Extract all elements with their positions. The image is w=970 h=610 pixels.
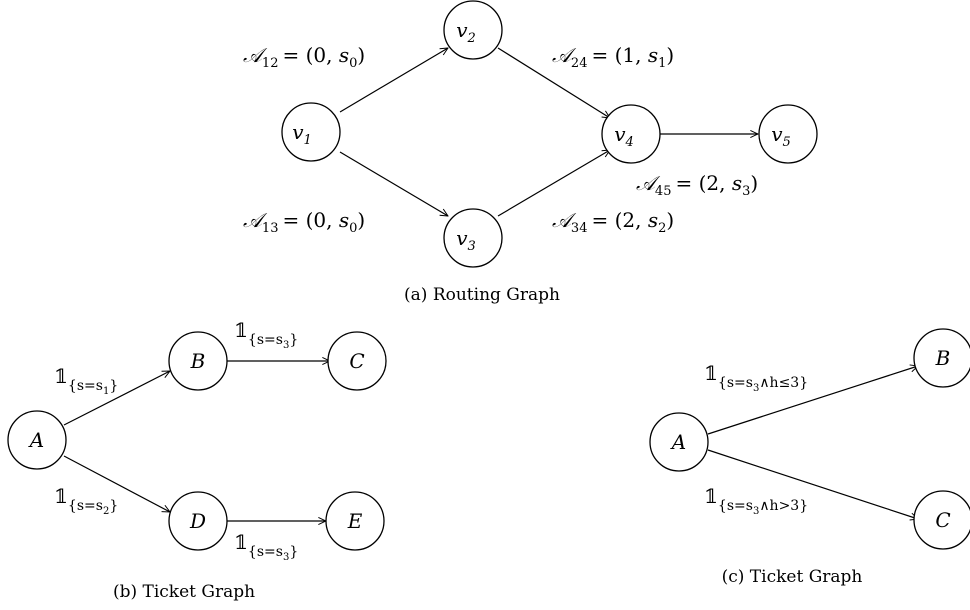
node-v3-base: v [456,226,468,250]
svg-text:B: B [190,349,206,373]
label-b-ad: 𝟙{s=s2} [54,484,118,517]
edge-c-a-b [707,366,918,435]
edge-c-a-c [707,449,918,519]
caption-ticket-graph-c: (c) Ticket Graph [722,567,863,587]
node-v1: v1 [281,102,341,162]
edge-b-a-d [63,455,170,512]
edge-v1-v2 [339,48,448,113]
label-a12: 𝒜12= (0, s0) [243,43,365,71]
edge-v1-v3 [339,151,448,216]
node-v1-base: v [292,120,304,144]
svg-text:v1: v1 [292,120,312,148]
node-b-E: E [325,491,385,551]
node-v3: v3 [443,208,503,268]
node-v5-sub: 5 [783,135,791,150]
svg-text:A: A [28,428,44,452]
label-c-ac: 𝟙{s=s3∧h>3} [704,484,808,517]
caption-ticket-graph-b: (b) Ticket Graph [113,582,255,602]
routing-graph: v1 v2 v3 v4 v5 𝒜12= (0, s0) 𝒜13= (0, s0)… [243,0,818,305]
node-v2-sub: 2 [467,31,476,46]
node-b-A: A [7,410,67,470]
label-b-de: 𝟙{s=s3} [234,530,298,563]
edge-v2-v4 [497,47,610,118]
edge-b-a-b [63,370,170,426]
svg-text:v2: v2 [456,18,476,46]
node-b-B: B [168,331,228,391]
node-v4: v4 [601,104,661,164]
svg-text:D: D [189,509,206,533]
node-c-A: A [649,412,709,472]
label-b-ab: 𝟙{s=s1} [54,364,118,397]
node-v4-base: v [614,122,626,146]
node-v5: v5 [758,104,818,164]
ticket-graph-b: A B C D E 𝟙{s=s1} 𝟙{s=s2} 𝟙{s=s3} 𝟙{s=s3… [7,318,387,602]
label-b-bc: 𝟙{s=s3} [234,318,298,351]
node-v2: v2 [443,0,503,60]
svg-text:v3: v3 [456,226,476,254]
svg-text:B: B [935,346,951,370]
label-a13: 𝒜13= (0, s0) [243,208,365,236]
caption-routing-graph: (a) Routing Graph [404,285,560,305]
svg-text:A: A [670,430,686,454]
edge-v3-v4 [497,150,610,217]
label-a45: 𝒜45= (2, s3) [636,171,758,199]
node-v5-base: v [771,122,783,146]
node-b-D: D [168,491,228,551]
node-c-B: B [913,328,970,388]
svg-text:v4: v4 [614,122,634,150]
svg-text:C: C [349,349,364,373]
label-c-ab: 𝟙{s=s3∧h≤3} [704,361,808,394]
node-v1-sub: 1 [304,133,312,148]
node-v2-base: v [456,18,468,42]
svg-text:E: E [347,509,363,533]
node-v4-sub: 4 [625,135,634,150]
node-b-C: C [327,331,387,391]
label-a34: 𝒜34= (2, s2) [552,208,674,236]
svg-text:v5: v5 [771,122,791,150]
ticket-graph-c: A B C 𝟙{s=s3∧h≤3} 𝟙{s=s3∧h>3} (c) Ticket… [649,328,970,587]
node-v3-sub: 3 [468,239,476,254]
label-a24: 𝒜24= (1, s1) [552,43,674,71]
svg-text:C: C [935,508,950,532]
node-c-C: C [913,490,970,550]
